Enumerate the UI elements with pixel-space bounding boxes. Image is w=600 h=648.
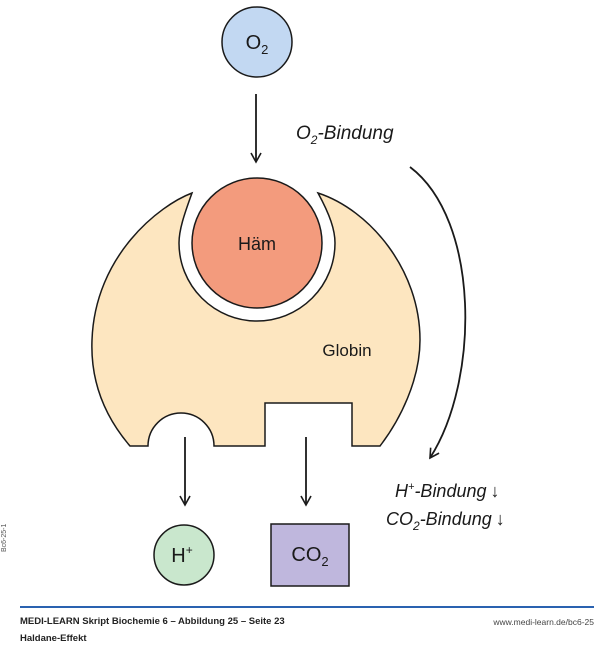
- globin-label: Globin: [322, 341, 371, 360]
- haldane-diagram: O2 O2-Bindung Globin Häm H+ CO2 H+-Bindu…: [91, 6, 505, 587]
- decrease-arrow-icon: ↓: [491, 481, 500, 501]
- o2-node: O2: [221, 6, 293, 78]
- o2-binding-label: O2-Bindung: [296, 123, 394, 147]
- footer-title: MEDI-LEARN Skript Biochemie 6 – Abbildun…: [20, 616, 285, 627]
- globin-body: [91, 191, 421, 447]
- footer-url-link[interactable]: www.medi-learn.de/bc6-25: [493, 617, 594, 627]
- co2-box: [270, 523, 350, 587]
- curved-arrow: [409, 166, 467, 460]
- haem-circle: [191, 177, 323, 309]
- h-plus-label: H+: [171, 543, 192, 567]
- decrease-arrow-icon: ↓: [496, 509, 505, 529]
- h-plus-circle: [153, 524, 215, 586]
- figure-code: Bc6-25-1: [1, 523, 8, 552]
- co2-label: CO2: [291, 544, 328, 569]
- o2-label: O2: [246, 32, 269, 57]
- footer-subtitle: Haldane-Effekt: [20, 633, 87, 644]
- co2-binding-label: CO2-Bindung↓: [386, 509, 505, 533]
- footer-rule: [20, 606, 594, 608]
- haem-label: Häm: [238, 234, 276, 254]
- o2-circle: [221, 6, 293, 78]
- h-binding-label: H+-Bindung↓: [395, 481, 500, 501]
